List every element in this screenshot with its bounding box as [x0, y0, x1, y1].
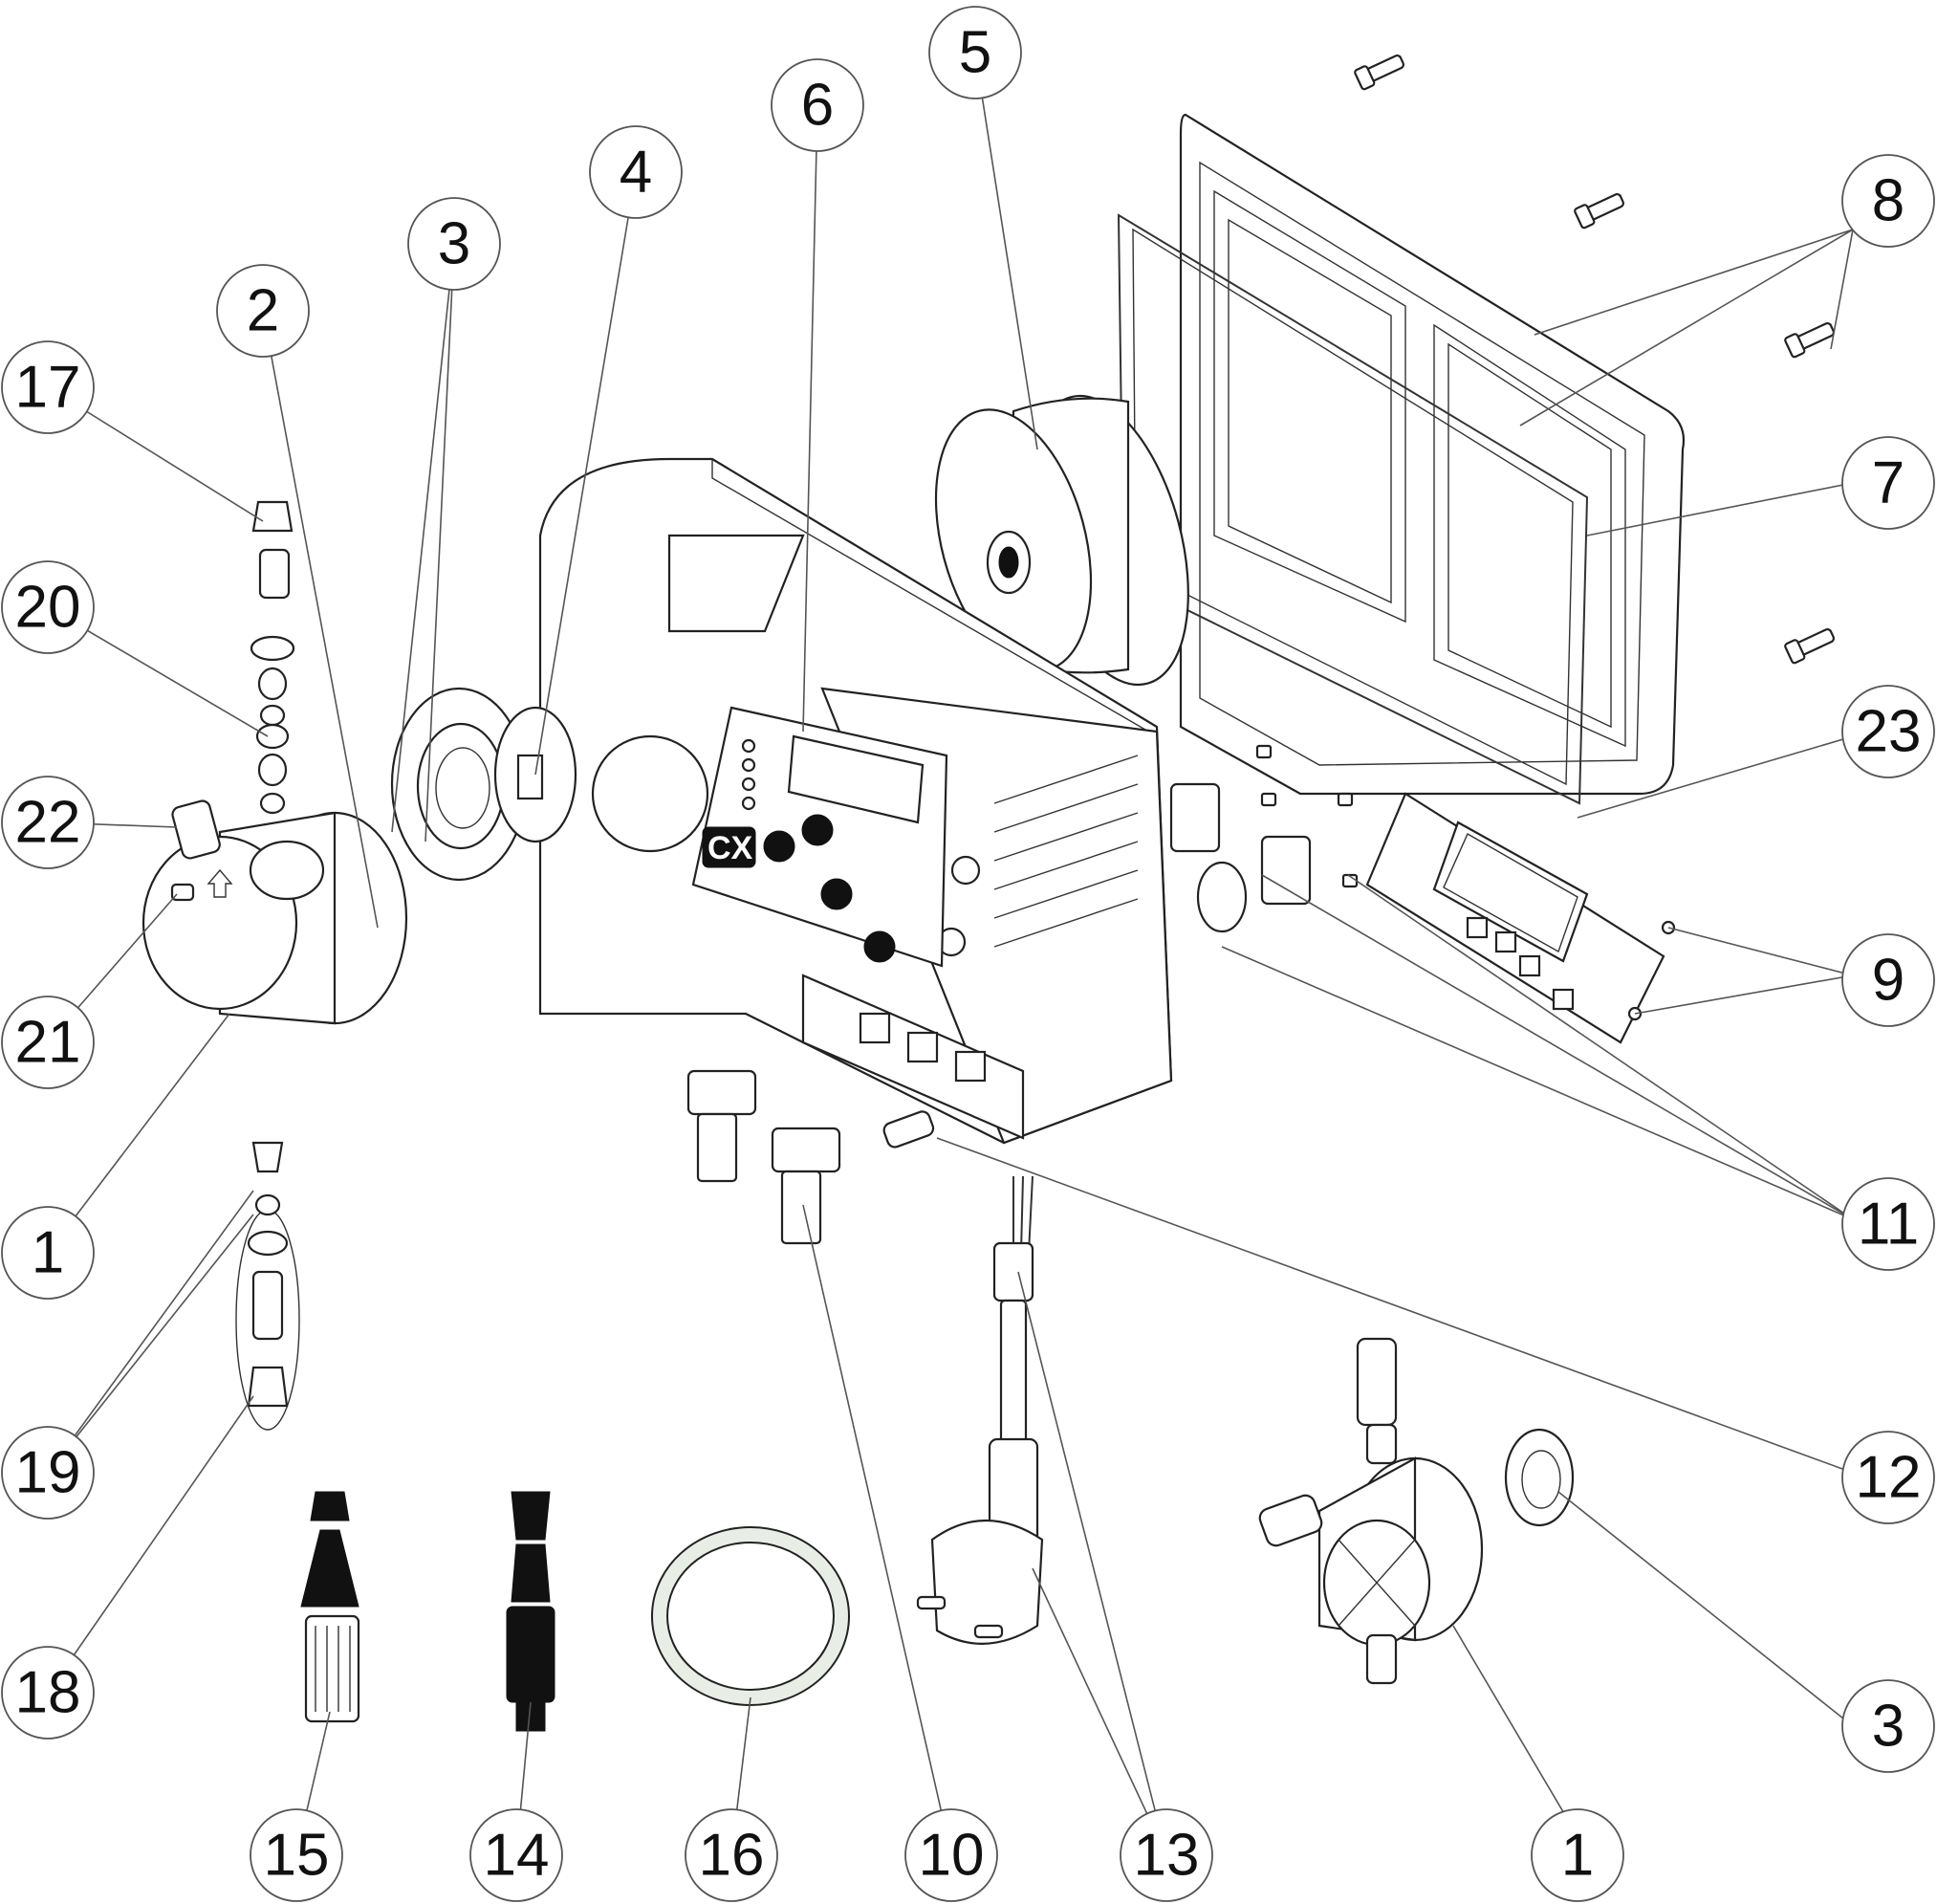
svg-text:9: 9 [1872, 948, 1904, 1014]
callout-17: 17 [1, 340, 95, 434]
svg-text:CX: CX [707, 830, 753, 866]
foot-filter-15 [300, 1491, 360, 1723]
control-panel: CX [691, 706, 948, 968]
svg-text:20: 20 [15, 575, 81, 641]
power-cable [916, 1175, 1044, 1645]
callout-2: 2 [216, 264, 310, 358]
svg-text:15: 15 [264, 1823, 330, 1889]
callout-8: 8 [1841, 154, 1935, 248]
svg-text:5: 5 [959, 20, 991, 86]
tubing-coil-16 [651, 1526, 850, 1706]
connector-sockets-11 [1169, 744, 1359, 933]
callout-19: 19 [1, 1426, 95, 1520]
electromagnet [934, 394, 1189, 687]
svg-text:18: 18 [15, 1660, 81, 1726]
callout-3-top: 3 [407, 197, 501, 291]
fitting-21 [170, 883, 195, 902]
leader-lines [47, 52, 1854, 1856]
callout-15: 15 [250, 1808, 343, 1902]
svg-text:14: 14 [484, 1823, 550, 1889]
callout-16: 16 [685, 1808, 778, 1902]
svg-text:17: 17 [15, 355, 81, 421]
logo-mark: CX [702, 826, 756, 868]
callout-22: 22 [1, 776, 95, 869]
pump-head [141, 811, 408, 1025]
svg-text:13: 13 [1134, 1823, 1200, 1889]
connector-left [686, 1069, 757, 1183]
svg-text:3: 3 [438, 211, 470, 277]
callout-3-right: 3 [1841, 1679, 1935, 1773]
svg-text:4: 4 [620, 140, 652, 206]
svg-text:11: 11 [1858, 1192, 1919, 1258]
svg-text:8: 8 [1872, 168, 1904, 234]
svg-text:23: 23 [1856, 699, 1922, 765]
connector-12 [882, 1110, 935, 1149]
callout-4: 4 [589, 125, 683, 219]
svg-text:22: 22 [15, 790, 81, 856]
callout-23: 23 [1841, 685, 1935, 778]
svg-text:7: 7 [1872, 450, 1904, 516]
callout-18: 18 [1, 1646, 95, 1740]
callout-21: 21 [1, 996, 95, 1089]
svg-text:1: 1 [32, 1220, 64, 1286]
connector-10 [771, 1127, 841, 1245]
svg-text:21: 21 [15, 1010, 81, 1076]
callout-1-left: 1 [1, 1206, 95, 1300]
fitting-22 [171, 799, 221, 860]
rear-cover-frame [1179, 113, 1686, 796]
upper-valve-stack [250, 500, 295, 815]
callout-9: 9 [1841, 933, 1935, 1027]
svg-text:10: 10 [919, 1823, 985, 1889]
svg-text:1: 1 [1561, 1823, 1594, 1889]
svg-text:16: 16 [699, 1823, 765, 1889]
rear-screws [1354, 54, 1835, 665]
callout-6: 6 [771, 58, 864, 152]
callout-1-right: 1 [1531, 1808, 1624, 1902]
callout-20: 20 [1, 560, 95, 654]
lower-valve-stack [235, 1141, 300, 1431]
svg-text:2: 2 [247, 278, 279, 344]
callout-13: 13 [1120, 1808, 1213, 1902]
callout-5: 5 [928, 6, 1022, 99]
callout-11: 11 [1841, 1177, 1935, 1271]
callout-14: 14 [469, 1808, 563, 1902]
svg-text:3: 3 [1872, 1694, 1904, 1760]
pump-head-assembly [1258, 1337, 1575, 1685]
injection-valve-14 [506, 1491, 555, 1732]
callout-12: 12 [1841, 1431, 1935, 1524]
svg-text:19: 19 [15, 1440, 81, 1506]
callout-7: 7 [1841, 436, 1935, 530]
svg-text:6: 6 [801, 73, 834, 139]
circuit-board [1365, 792, 1676, 1044]
svg-text:12: 12 [1856, 1445, 1922, 1511]
callout-10: 10 [904, 1808, 998, 1902]
